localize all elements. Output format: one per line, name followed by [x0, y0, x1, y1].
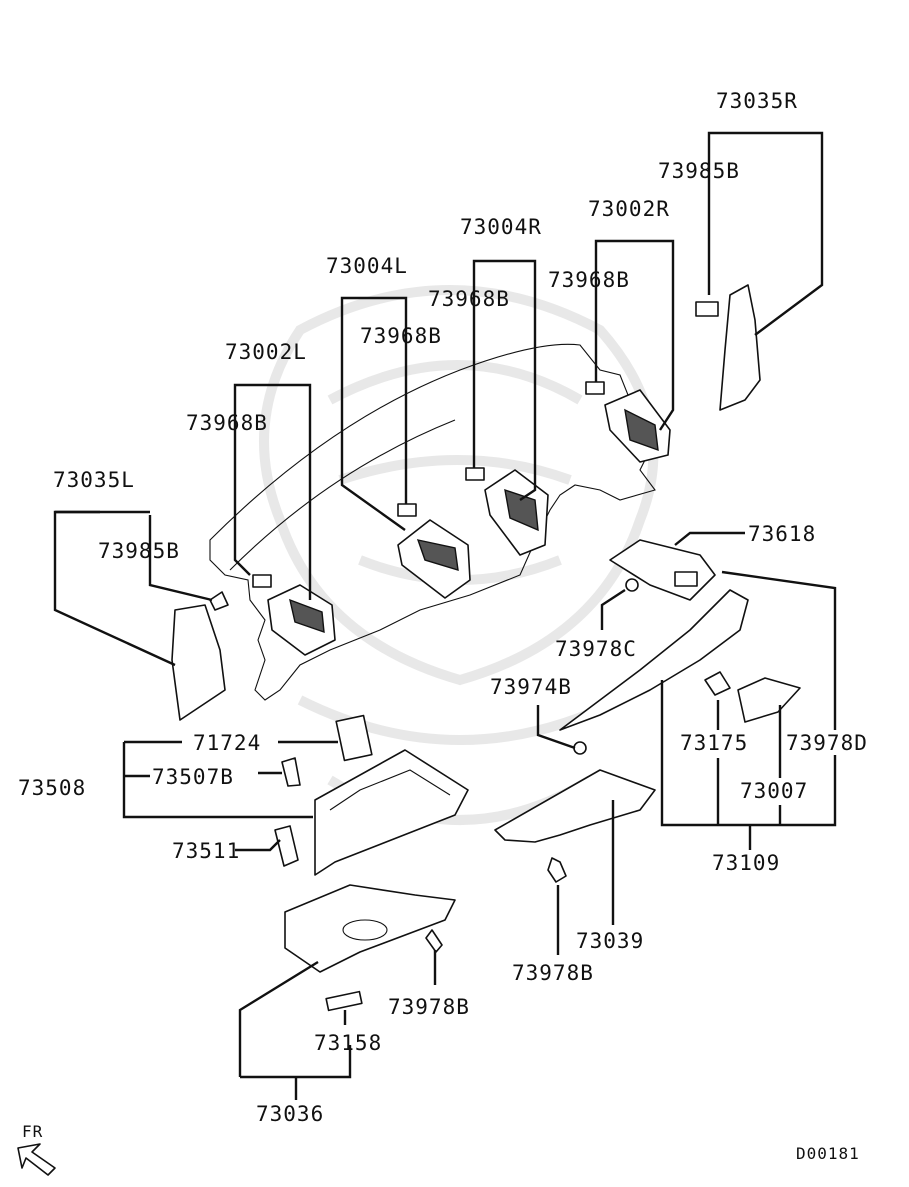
- lower-panel-73109: [559, 589, 749, 731]
- plate-73039: [494, 769, 656, 843]
- label-71724: [335, 714, 373, 762]
- diagram-code: D00181: [796, 1144, 860, 1163]
- label-73039: 73039: [576, 929, 644, 953]
- label-73968B-1: 73968B: [548, 268, 630, 292]
- label-73985B-l: 73985B: [98, 539, 180, 563]
- label-73978B-lower: 73978B: [388, 995, 470, 1019]
- label-71724: 71724: [193, 731, 261, 755]
- label-73002L: 73002L: [225, 340, 307, 364]
- clip-73968B-a: [252, 574, 272, 588]
- label-73511: 73511: [172, 839, 240, 863]
- part-73175: [704, 671, 731, 696]
- label-73158: 73158: [314, 1031, 382, 1055]
- vent-73002R: [604, 389, 671, 463]
- clip-73978B-center: [547, 857, 567, 883]
- clip-73978C: [625, 578, 639, 592]
- vent-73004L: [397, 519, 471, 599]
- label-73978D: 73978D: [786, 731, 868, 755]
- clip-73978B-lower: [425, 929, 443, 953]
- label-73004R: 73004R: [460, 215, 542, 239]
- pocket-73007: [737, 677, 801, 723]
- label-73507B: 73507B: [152, 765, 234, 789]
- clip-73507B: [281, 757, 301, 787]
- label-73035L: 73035L: [53, 468, 135, 492]
- clip-73968B-c: [465, 467, 485, 481]
- glove-box-73508: [314, 749, 469, 876]
- vent-73002L: [267, 584, 336, 656]
- front-indicator-label: FR: [22, 1122, 43, 1141]
- label-73968B-4: 73968B: [186, 411, 268, 435]
- part-73158: [325, 990, 363, 1012]
- label-73007: 73007: [740, 779, 808, 803]
- label-73109: 73109: [712, 851, 780, 875]
- leader-lines: [53, 131, 837, 1100]
- side-panel-73035R: [719, 284, 761, 411]
- label-73968B-3: 73968B: [360, 324, 442, 348]
- label-73004L: 73004L: [326, 254, 408, 278]
- clip-73985B-r: [695, 301, 719, 317]
- part-labels: 73035R 73985B 73002R 73004R 73968B 73968…: [18, 89, 868, 1163]
- label-73175: 73175: [680, 731, 748, 755]
- label-73978C: 73978C: [555, 637, 637, 661]
- clip-73968B-b: [397, 503, 417, 517]
- label-73974B: 73974B: [490, 675, 572, 699]
- front-arrow-icon: [17, 1143, 56, 1176]
- label-73968B-2: 73968B: [428, 287, 510, 311]
- label-73035R: 73035R: [716, 89, 798, 113]
- label-73036: 73036: [256, 1102, 324, 1126]
- side-panel-73035L: [171, 604, 226, 721]
- label-73618: 73618: [748, 522, 816, 546]
- label-73978B-center: 73978B: [512, 961, 594, 985]
- label-73985B-r: 73985B: [658, 159, 740, 183]
- latch-73511: [274, 825, 299, 867]
- clip-73974B: [573, 741, 587, 755]
- label-73002R: 73002R: [588, 197, 670, 221]
- vent-73004R: [484, 469, 549, 556]
- label-73508: 73508: [18, 776, 86, 800]
- clip-73985B-l: [209, 591, 229, 611]
- panel-73618: [609, 539, 716, 601]
- clip-73968B-d: [585, 381, 605, 395]
- tray-73036: [284, 884, 456, 973]
